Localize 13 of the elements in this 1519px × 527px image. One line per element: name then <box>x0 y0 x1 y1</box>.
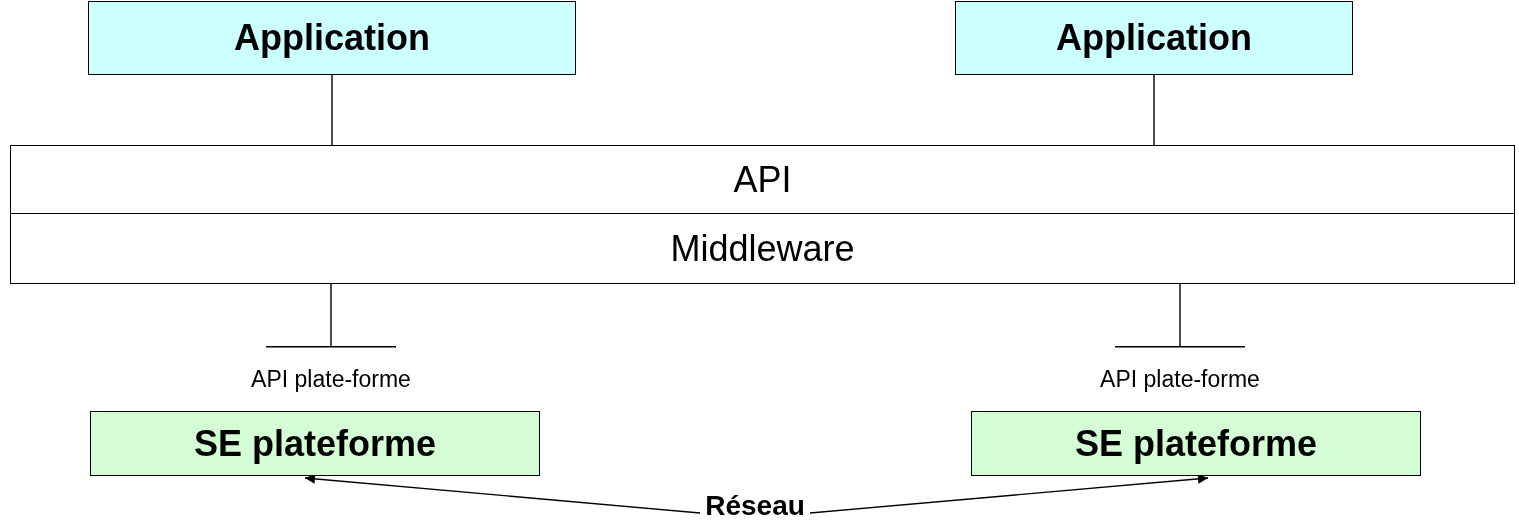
application-box: Application <box>955 1 1353 75</box>
layer-band: Middleware <box>10 213 1515 284</box>
interface-line <box>1115 283 1245 348</box>
application-box: Application <box>88 1 576 75</box>
interface-label: API plate-forme <box>251 365 411 393</box>
interface-line <box>266 283 396 348</box>
interface-label: API plate-forme <box>1100 365 1260 393</box>
connector-line <box>331 74 333 146</box>
network-label: Réseau <box>700 489 810 523</box>
connector-line <box>1153 74 1155 146</box>
platform-box: SE plateforme <box>971 411 1421 476</box>
layer-band: API <box>10 145 1515 214</box>
platform-box: SE plateforme <box>90 411 540 476</box>
